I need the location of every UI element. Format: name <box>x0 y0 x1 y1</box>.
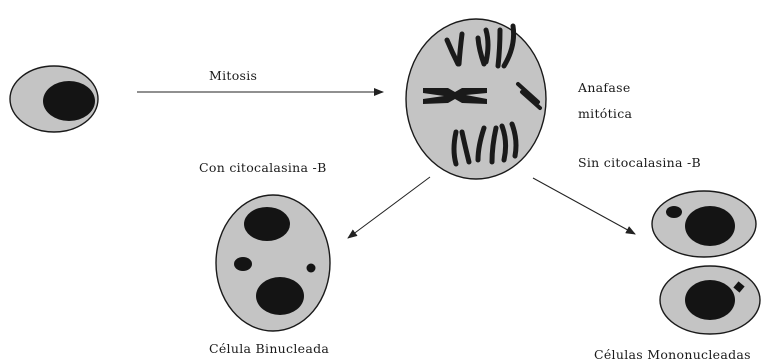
mononucleate-top-nucleus <box>685 206 735 246</box>
arrow-to-binucleate <box>348 177 430 238</box>
sin-citocalasina-label: Sin citocalasina -B <box>578 155 701 170</box>
interphase-nucleus <box>43 81 95 121</box>
mononucleate-top-micronucleus <box>666 206 682 218</box>
con-citocalasina-label: Con citocalasina -B <box>199 160 327 175</box>
binucleate-nucleus-top <box>244 207 290 241</box>
mitosis-label: Mitosis <box>209 68 257 83</box>
mononucleate-bottom-nucleus <box>685 280 735 320</box>
micronucleus-left <box>234 257 252 271</box>
anaphase-cell <box>406 19 546 179</box>
anafase-label-line2: mitótica <box>578 106 633 121</box>
arrow-to-mononucleate <box>533 178 635 234</box>
mononucleate-cell-top <box>652 191 756 257</box>
anafase-label-line1: Anafase <box>577 80 631 95</box>
celula-binucleada-label: Célula Binucleada <box>209 341 329 356</box>
binucleate-cell <box>216 195 330 331</box>
micronucleus-right <box>307 264 316 273</box>
celulas-mononucleadas-label: Células Mononucleadas <box>594 347 751 362</box>
mononucleate-cell-bottom <box>660 266 760 334</box>
interphase-cell <box>10 66 98 132</box>
binucleate-nucleus-bottom <box>256 277 304 315</box>
